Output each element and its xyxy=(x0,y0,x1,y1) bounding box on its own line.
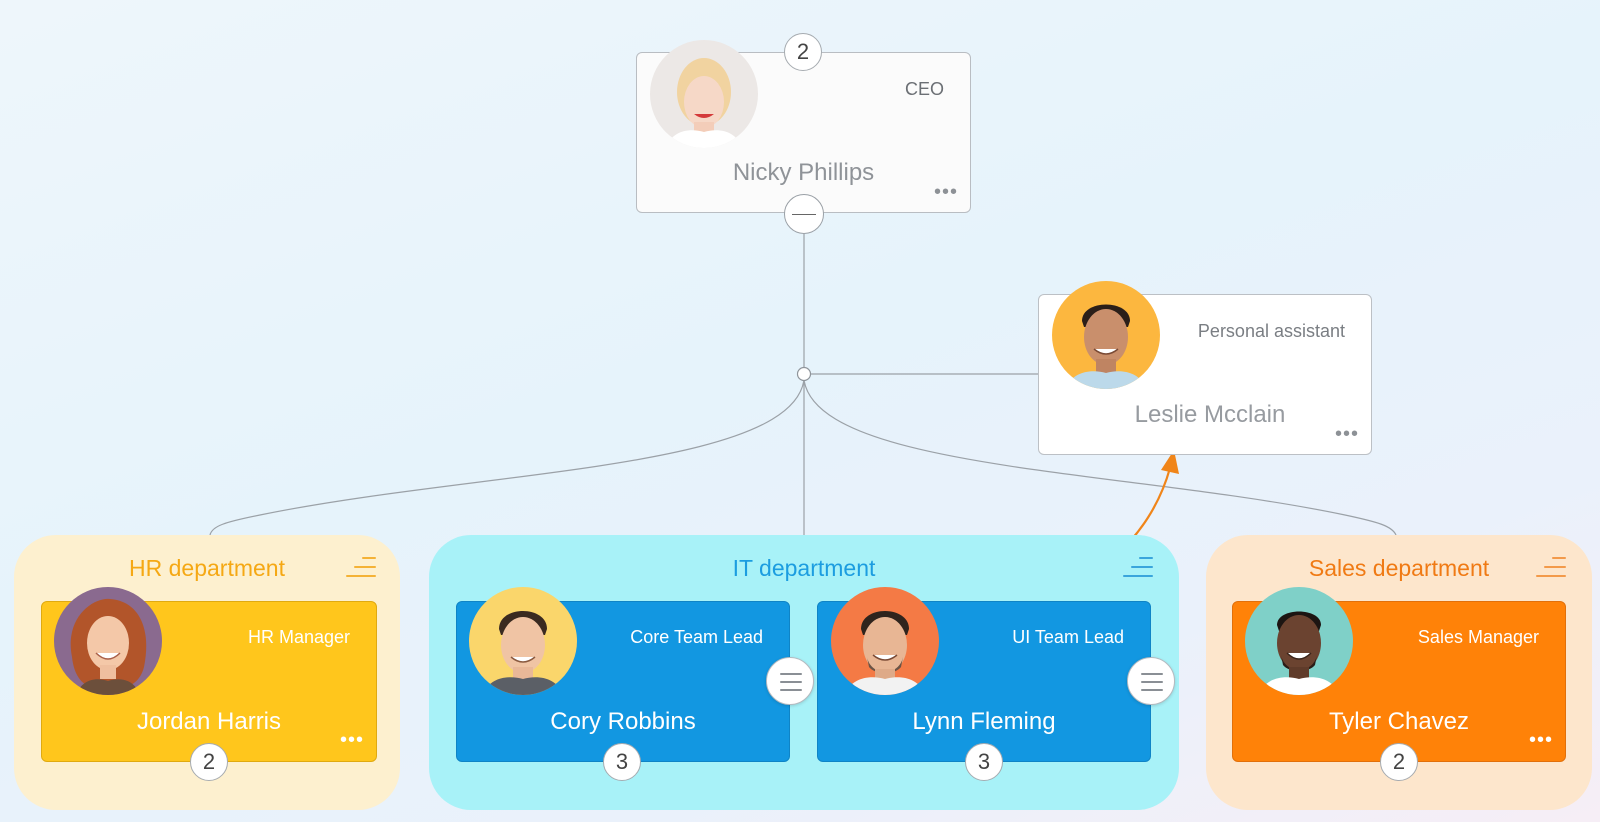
cory-name: Cory Robbins xyxy=(550,708,696,735)
cory-avatar xyxy=(469,587,577,695)
ceo-collapse-icon[interactable] xyxy=(784,194,824,234)
lynn-name: Lynn Fleming xyxy=(912,708,1056,735)
ceo-more-icon[interactable]: ••• xyxy=(933,181,958,203)
tyler-more-icon[interactable]: ••• xyxy=(1528,729,1553,751)
jordan-name: Jordan Harris xyxy=(136,708,282,735)
ceo-name: Nicky Phillips xyxy=(732,159,875,186)
lynn-role: UI Team Lead xyxy=(1012,627,1124,647)
assistant-more-icon[interactable]: ••• xyxy=(1334,423,1359,445)
ceo-role: CEO xyxy=(904,79,944,99)
lynn-avatar xyxy=(831,587,939,695)
assistant-role: Personal assistant xyxy=(1197,321,1345,341)
tyler-subordinate-count[interactable]: 2 xyxy=(1380,743,1418,781)
ceo-avatar xyxy=(650,40,758,148)
ceo-subordinate-count[interactable]: 2 xyxy=(784,33,822,71)
hr-department-title: HR department xyxy=(129,555,285,581)
reference-arrow-head xyxy=(1161,450,1179,474)
sales-dept-menu-icon[interactable] xyxy=(1536,557,1566,579)
tyler-role: Sales Manager xyxy=(1417,627,1539,647)
cory-subordinate-count[interactable]: 3 xyxy=(603,743,641,781)
hr-dept-menu-icon[interactable] xyxy=(346,557,376,579)
cory-role: Core Team Lead xyxy=(630,627,763,647)
it-dept-menu-icon[interactable] xyxy=(1123,557,1153,579)
it-department-title: IT department xyxy=(732,555,876,581)
jordan-role: HR Manager xyxy=(247,627,350,647)
sales-branch-line xyxy=(803,379,1397,536)
junction-node xyxy=(796,366,812,382)
lynn-expand-menu-icon[interactable] xyxy=(1127,657,1175,705)
lynn-subordinate-count[interactable]: 3 xyxy=(965,743,1003,781)
jordan-more-icon[interactable]: ••• xyxy=(339,729,364,751)
assistant-avatar xyxy=(1052,281,1160,389)
jordan-avatar xyxy=(54,587,162,695)
sales-department-title: Sales department xyxy=(1308,555,1490,581)
hr-branch-line xyxy=(209,379,805,536)
cory-expand-menu-icon[interactable] xyxy=(766,657,814,705)
assistant-name: Leslie Mcclain xyxy=(1134,401,1286,428)
tyler-name: Tyler Chavez xyxy=(1328,708,1470,735)
tyler-avatar xyxy=(1245,587,1353,695)
jordan-subordinate-count[interactable]: 2 xyxy=(190,743,228,781)
